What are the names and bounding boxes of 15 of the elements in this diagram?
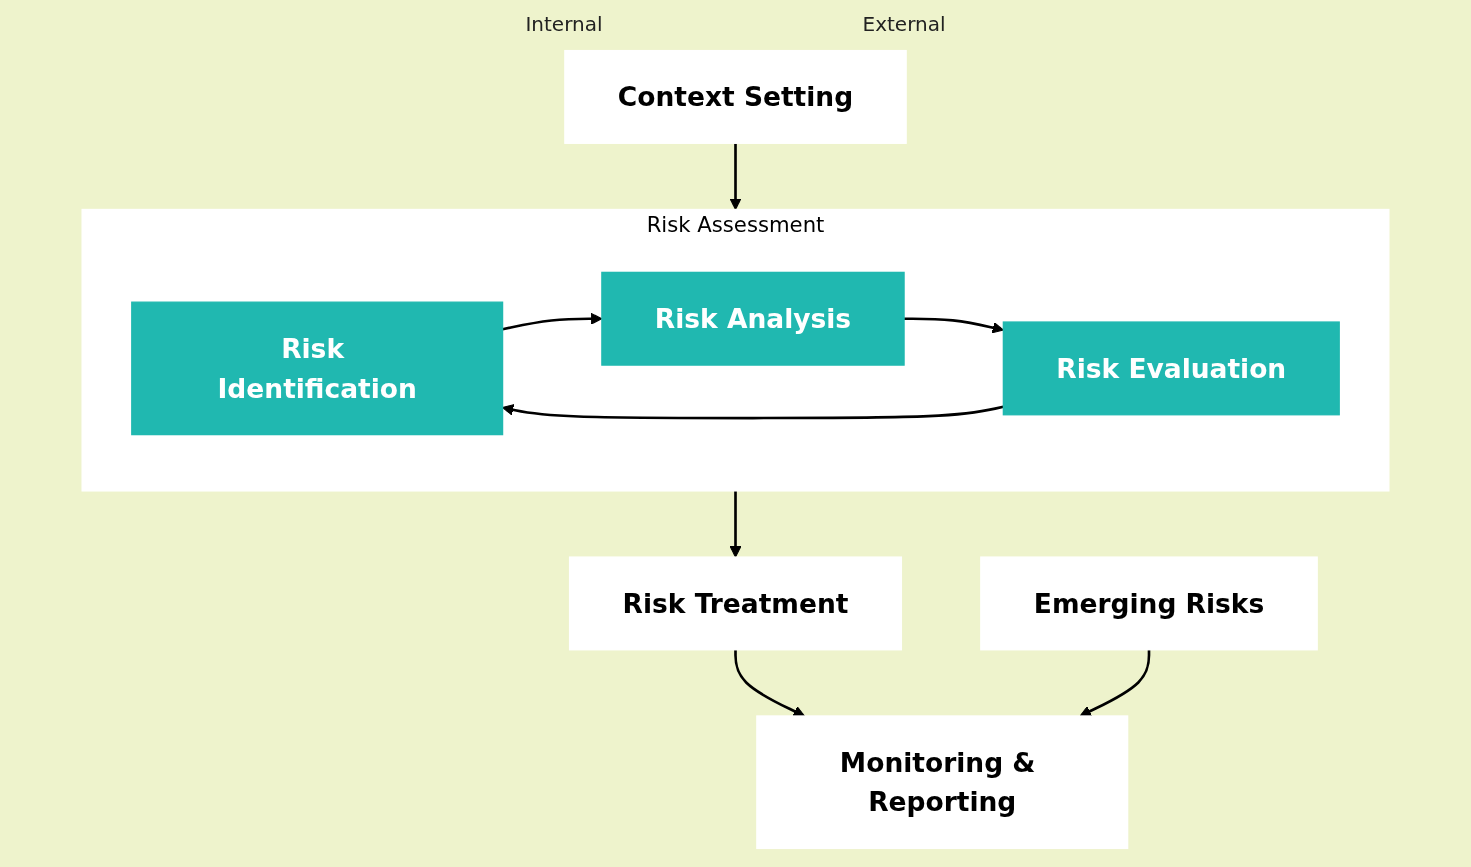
arrow — [729, 143, 742, 210]
node-box: Risk Analysis — [601, 271, 905, 366]
node-box: Risk Identification — [131, 301, 504, 436]
arrow — [734, 649, 805, 717]
node-box: Context Setting — [564, 49, 907, 144]
flow-label: Internal — [525, 12, 603, 36]
node-box: Emerging Risks — [980, 556, 1318, 651]
arrow — [904, 317, 1004, 334]
arrow — [502, 404, 1004, 420]
node-box: Monitoring & Reporting — [756, 715, 1129, 850]
node-box: Risk Evaluation — [1002, 321, 1340, 416]
node-box: Risk Treatment — [568, 556, 903, 651]
arrow — [1079, 649, 1151, 717]
arrow — [729, 490, 742, 558]
flow-label: External — [862, 12, 946, 36]
